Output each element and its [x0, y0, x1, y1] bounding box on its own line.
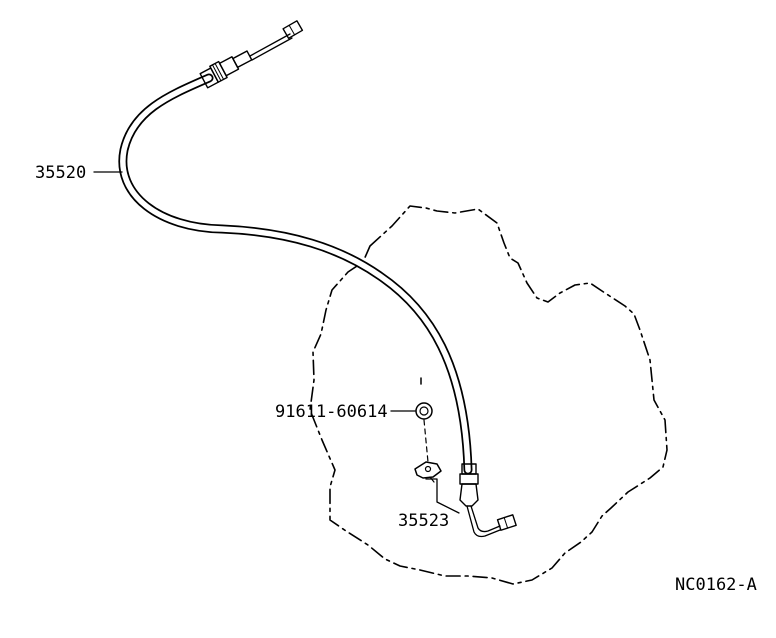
- label-91611-60614: 91611-60614: [275, 402, 388, 422]
- label-35520: 35520: [35, 163, 86, 183]
- label-35523: 35523: [398, 511, 449, 531]
- lower-cable-fitting: [459, 463, 479, 507]
- drawing-code: NC0162-A: [675, 575, 757, 595]
- upper-inner-wire: [249, 33, 291, 57]
- lower-inner-wire: [466, 505, 501, 538]
- bolt-center-line: [423, 419, 429, 463]
- upper-cable-adjuster: [199, 50, 253, 89]
- leader-35523: [425, 478, 460, 514]
- upper-end-fitting: [282, 20, 304, 40]
- bolt-icon: [415, 402, 433, 420]
- lower-end-fitting: [496, 514, 517, 531]
- transmission-outline: [309, 205, 668, 585]
- cable-sheath-inner: [120, 75, 471, 473]
